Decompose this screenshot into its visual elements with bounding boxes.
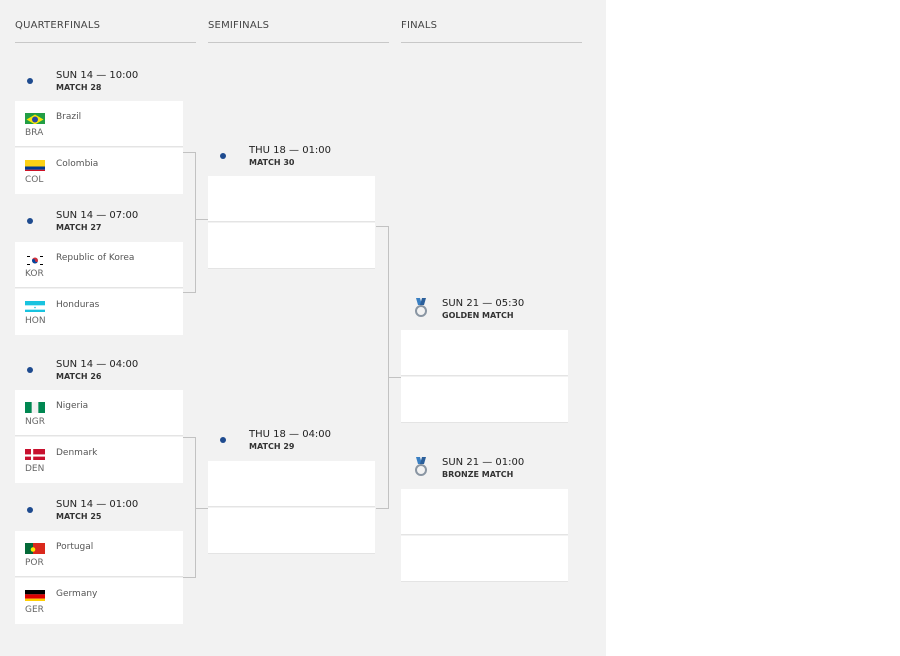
bracket-connector-line	[389, 377, 401, 378]
denmark-flag-icon	[25, 447, 45, 460]
germany-flag-icon	[25, 588, 45, 601]
team-row-korea[interactable]: Republic of Korea KOR	[15, 242, 183, 288]
match-number: MATCH 25	[56, 512, 102, 521]
match-dot-icon	[220, 437, 226, 443]
empty-team-slot[interactable]	[208, 176, 375, 222]
match-time: SUN 21 — 01:00	[442, 457, 525, 468]
match-number: MATCH 27	[56, 223, 102, 232]
team-code: NGR	[25, 417, 45, 427]
match-time: THU 18 — 04:00	[249, 429, 332, 440]
team-name: Brazil	[56, 112, 82, 122]
match-time-block: SUN 14 — 04:00 MATCH 26	[15, 357, 185, 387]
nigeria-flag-icon	[25, 400, 45, 413]
bracket-connector	[183, 437, 196, 578]
match-time: THU 18 — 01:00	[249, 145, 332, 156]
quarterfinals-header: QUARTERFINALS	[15, 20, 196, 43]
match-number: GOLDEN MATCH	[442, 311, 514, 320]
portugal-flag-icon	[25, 541, 45, 554]
empty-team-slot[interactable]	[401, 489, 568, 535]
bracket-connector-line	[196, 219, 208, 220]
team-name: Honduras	[56, 300, 100, 310]
match-time-block: SUN 14 — 10:00 MATCH 28	[15, 68, 185, 98]
team-row-honduras[interactable]: Honduras HON	[15, 289, 183, 335]
empty-team-slot[interactable]	[401, 377, 568, 423]
finals-header: FINALS	[401, 20, 582, 43]
empty-team-slot[interactable]	[401, 536, 568, 582]
match-time: SUN 14 — 07:00	[56, 210, 139, 221]
match-dot-icon	[220, 153, 226, 159]
semifinals-header-label: SEMIFINALS	[208, 20, 270, 31]
brazil-flag-icon	[25, 111, 45, 124]
match-time-block: SUN 21 — 05:30 GOLDEN MATCH	[401, 296, 571, 326]
match-number: MATCH 29	[249, 442, 295, 451]
team-code: BRA	[25, 128, 44, 138]
team-row-germany[interactable]: Germany GER	[15, 578, 183, 624]
match-time: SUN 14 — 04:00	[56, 359, 139, 370]
team-name: Republic of Korea	[56, 253, 135, 263]
bracket-panel: QUARTERFINALS SEMIFINALS FINALS SUN 14 —…	[0, 0, 606, 656]
bracket-connector	[376, 226, 389, 509]
team-row-brazil[interactable]: Brazil BRA	[15, 101, 183, 147]
match-number: BRONZE MATCH	[442, 470, 514, 479]
honduras-flag-icon	[25, 299, 45, 312]
match-time-block: THU 18 — 04:00 MATCH 29	[208, 427, 378, 457]
quarterfinals-header-label: QUARTERFINALS	[15, 20, 101, 31]
match-dot-icon	[27, 218, 33, 224]
team-name: Colombia	[56, 159, 99, 169]
empty-team-slot[interactable]	[208, 223, 375, 269]
korea-flag-icon	[25, 252, 45, 265]
match-time: SUN 21 — 05:30	[442, 298, 525, 309]
bronze-medal-icon	[413, 457, 429, 477]
team-code: COL	[25, 175, 44, 185]
team-name: Portugal	[56, 542, 94, 552]
match-time-block: SUN 21 — 01:00 BRONZE MATCH	[401, 455, 571, 485]
team-row-nigeria[interactable]: Nigeria NGR	[15, 390, 183, 436]
gold-medal-icon	[413, 298, 429, 318]
match-dot-icon	[27, 78, 33, 84]
match-time: SUN 14 — 01:00	[56, 499, 139, 510]
match-time-block: SUN 14 — 07:00 MATCH 27	[15, 208, 185, 238]
bracket-connector	[183, 152, 196, 293]
team-code: DEN	[25, 464, 45, 474]
match-time-block: THU 18 — 01:00 MATCH 30	[208, 143, 378, 173]
team-row-colombia[interactable]: Colombia COL	[15, 148, 183, 194]
team-code: POR	[25, 558, 44, 568]
bracket-connector-line	[196, 508, 208, 509]
team-row-denmark[interactable]: Denmark DEN	[15, 437, 183, 483]
team-code: KOR	[25, 269, 44, 279]
match-time-block: SUN 14 — 01:00 MATCH 25	[15, 497, 185, 527]
match-number: MATCH 26	[56, 372, 102, 381]
team-name: Denmark	[56, 448, 98, 458]
match-dot-icon	[27, 367, 33, 373]
colombia-flag-icon	[25, 158, 45, 171]
match-number: MATCH 28	[56, 83, 102, 92]
team-row-portugal[interactable]: Portugal POR	[15, 531, 183, 577]
team-name: Nigeria	[56, 401, 89, 411]
empty-team-slot[interactable]	[208, 461, 375, 507]
match-dot-icon	[27, 507, 33, 513]
empty-team-slot[interactable]	[401, 330, 568, 376]
team-code: HON	[25, 316, 46, 326]
team-code: GER	[25, 605, 44, 615]
team-name: Germany	[56, 589, 98, 599]
match-time: SUN 14 — 10:00	[56, 70, 139, 81]
semifinals-header: SEMIFINALS	[208, 20, 389, 43]
match-number: MATCH 30	[249, 158, 295, 167]
empty-team-slot[interactable]	[208, 508, 375, 554]
finals-header-label: FINALS	[401, 20, 438, 31]
